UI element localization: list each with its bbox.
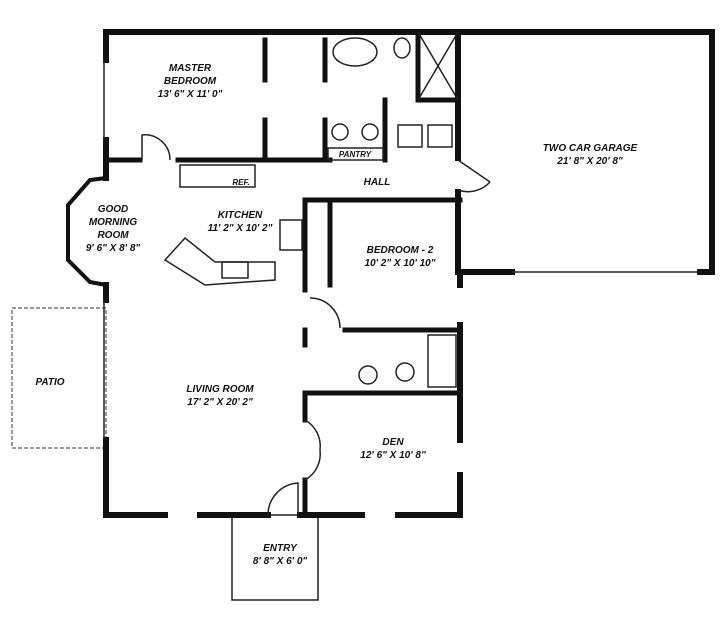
room-size: 13' 6" X 11' 0"	[157, 89, 223, 100]
room-size: 11' 2" X 10' 2"	[207, 223, 273, 234]
kitchen-label: KITCHEN 11' 2" X 10' 2"	[208, 209, 273, 235]
living-room-label: LIVING ROOM 17' 2" X 20' 2"	[186, 383, 253, 409]
door-swing	[141, 134, 171, 161]
room-name: KITCHEN	[217, 210, 263, 221]
garage-label: TWO CAR GARAGE 21' 8" X 20' 8"	[543, 142, 637, 168]
shower	[427, 334, 457, 388]
room-size: 21' 8" X 20' 8"	[557, 156, 623, 167]
bedroom-2-label: BEDROOM - 2 10' 2" X 10' 10"	[365, 244, 436, 270]
entry-label: ENTRY 8' 8" X 6' 0"	[253, 542, 307, 568]
interior-wall	[302, 197, 463, 518]
room-size: 10' 2" X 10' 10"	[364, 258, 436, 269]
patio-slab	[11, 307, 107, 449]
den-label: DEN 12' 6" X 10' 8"	[360, 436, 425, 462]
bath-toilet	[395, 362, 415, 382]
kitchen-counter	[163, 236, 276, 286]
room-name: MORNING	[88, 217, 138, 228]
room-name: BEDROOM - 2	[366, 245, 434, 256]
bathtub	[332, 37, 378, 67]
room-name: TWO CAR GARAGE	[542, 143, 638, 154]
range	[279, 219, 303, 251]
pantry-box	[327, 147, 384, 161]
pantry-label: PANTRY	[338, 150, 372, 159]
door-swing	[457, 159, 491, 193]
door-swing	[309, 297, 341, 329]
master-bedroom-label: MASTER BEDROOM 13' 6" X 11' 0"	[158, 62, 223, 101]
refrigerator-box	[179, 164, 256, 188]
door-swing	[267, 482, 299, 516]
room-size: 12' 6" X 10' 8"	[360, 450, 426, 461]
room-size: 8' 8" X 6' 0"	[252, 556, 308, 567]
bay-window	[66, 175, 109, 288]
room-name: ENTRY	[263, 543, 297, 554]
room-name: ROOM	[97, 230, 129, 241]
bath-sink	[358, 365, 378, 385]
room-name: LIVING ROOM	[186, 384, 254, 395]
washer	[397, 124, 423, 148]
room-size: 9' 6" X 8' 8"	[85, 243, 141, 254]
kitchen-sink	[221, 261, 249, 279]
dryer	[427, 124, 453, 148]
room-name: BEDROOM	[163, 76, 217, 87]
exterior-wall	[103, 29, 715, 275]
room-size: 17' 2" X 20' 2"	[187, 397, 253, 408]
hall-label: HALL	[363, 177, 391, 188]
refrigerator-label: REF.	[232, 178, 250, 187]
entry-slab	[231, 514, 319, 601]
sink	[331, 123, 349, 141]
sink	[361, 123, 379, 141]
room-name: GOOD	[97, 204, 129, 215]
patio-label: PATIO	[35, 377, 65, 388]
room-name: DEN	[382, 437, 404, 448]
room-name: MASTER	[168, 63, 212, 74]
good-morning-room-label: GOOD MORNING ROOM 9' 6" X 8' 8"	[86, 203, 140, 255]
toilet	[393, 37, 411, 59]
door-swing	[304, 419, 321, 481]
interior-wall	[103, 29, 461, 163]
